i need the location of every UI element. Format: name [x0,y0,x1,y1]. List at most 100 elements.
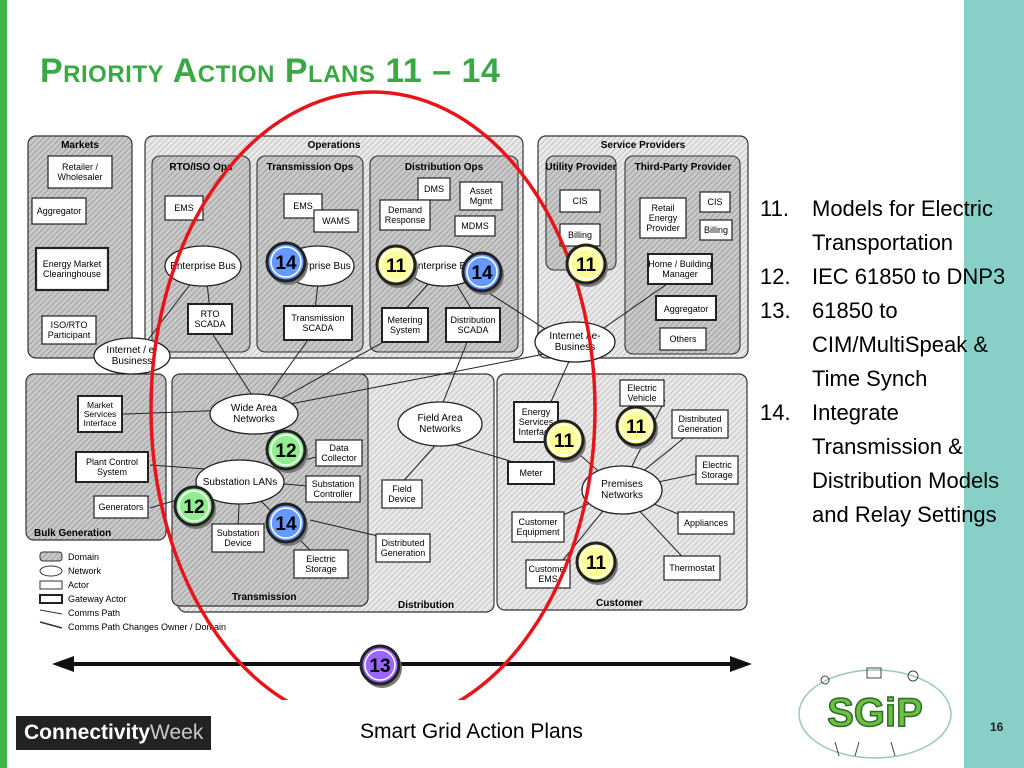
svg-text:Billing: Billing [568,230,592,240]
svg-text:Appliances: Appliances [684,518,729,528]
actor-wams: WAMS [313,209,359,233]
actor-electric-storage-customer: Electric Storage [695,455,739,485]
actor-transmission-scada: Transmission SCADA [283,305,353,341]
transmission-ops-label: Transmission Ops [267,162,354,173]
badge-14: 14 [461,251,504,295]
actor-distribution-scada: Distribution SCADA [445,307,501,343]
badge-11: 11 [565,243,608,287]
svg-text:CIS: CIS [572,196,587,206]
svg-text:Gateway Actor: Gateway Actor [68,594,127,604]
actor-appliances: Appliances [677,511,735,535]
svg-text:EMS: EMS [293,201,313,211]
svg-text:Generators: Generators [98,502,144,512]
svg-text:Billing: Billing [704,225,728,235]
actor-electric-storage-transmission: Electric Storage [293,549,349,579]
badge-label: 14 [471,263,493,284]
actor-thermostat: Thermostat [663,555,721,581]
svg-text:DMS: DMS [424,184,444,194]
actor-aggregator-markets: Aggregator [31,197,87,225]
third-party-provider-label: Third-Party Provider [635,162,732,173]
badge-label: 11 [576,255,597,276]
actor-field-device: Field Device [381,479,423,509]
badge-13: 13 [359,644,402,688]
network-premises: Premises Networks [581,465,663,515]
actor-metering-system: Metering System [381,307,429,343]
svg-text:Network: Network [68,566,102,576]
domain-operations-label: Operations [308,140,361,151]
network-internet-left: Internet / e-Business [93,337,171,375]
actor-retail-energy-provider: Retail Energy Provider [639,197,687,239]
domain-customer-label: Customer [596,598,643,609]
actor-data-collector: Data Collector [315,439,363,467]
domain-distribution-label: Distribution [398,600,454,611]
actor-billing-utility: Billing [559,223,601,247]
svg-text:CIS: CIS [707,197,722,207]
svg-text:Comms Path Changes Owner / Dom: Comms Path Changes Owner / Domain [68,622,226,632]
plan-list-item: 11.Models for Electric Transportation [760,196,993,255]
actor-retailer-wholesaler: Retailer / Wholesaler [47,155,113,189]
network-wide-area: Wide Area Networks [209,393,299,435]
actor-dms: DMS [417,177,451,201]
actor-demand-response: Demand Response [379,199,431,231]
actor-cis-utility: CIS [559,189,601,213]
domain-markets-label: Markets [61,140,99,151]
right-accent-bar [964,0,1024,768]
left-accent-bar [0,0,7,768]
badge-11: 11 [575,541,618,585]
svg-text:Aggregator: Aggregator [37,206,82,216]
actor-market-services-interface: Market Services Interface [77,395,123,433]
badge-label: 12 [275,441,296,462]
actor-home-building-manager: Home / Building Manager [647,253,713,285]
network-substation-lans: Substation LANs [195,459,285,505]
svg-text:Aggregator: Aggregator [664,304,709,314]
actor-energy-market-clearinghouse: Energy Market Clearinghouse [34,246,110,292]
actor-customer-equipment: Customer Equipment [511,511,565,543]
actor-billing-third-party: Billing [699,219,733,241]
actor-aggregator-sp: Aggregator [655,295,717,321]
badge-11: 11 [615,405,658,449]
timeline-arrow [52,656,752,672]
svg-text:MDMS: MDMS [461,221,489,231]
svg-text:Domain: Domain [68,552,99,562]
badge-label: 14 [275,253,297,274]
distribution-ops-label: Distribution Ops [405,162,484,173]
badge-14: 14 [265,502,308,546]
actor-electric-vehicle: Electric Vehicle [619,379,665,407]
page-number: 16 [990,720,1004,734]
badge-11: 11 [543,419,586,463]
utility-provider-label: Utility Provider [545,162,616,173]
actor-substation-controller: Substation Controller [305,475,361,503]
plan-list-item: 13.61850 to CIM/MultiSpeak & Time Synch [760,298,989,391]
badge-label: 11 [386,256,407,277]
sgip-logo: SGiP [798,667,952,759]
svg-text:Others: Others [669,334,697,344]
plan-list-item: 12.IEC 61850 to DNP3 [760,264,1006,289]
badge-12: 12 [265,429,308,473]
network-field-area: Field Area Networks [397,401,483,447]
domain-service-providers-label: Service Providers [601,140,686,151]
badge-label: 11 [586,553,607,574]
badge-label: 11 [554,431,575,452]
svg-text:Actor: Actor [68,580,89,590]
actor-rto-scada: RTO SCADA [187,303,233,335]
highlight-ellipse [149,90,597,700]
badge-label: 12 [183,497,204,518]
actor-substation-device: Substation Device [211,523,265,553]
diagram-legend: Domain Network Actor Gateway Actor Comms… [39,551,226,632]
network-enterprise-bus-rto: Enterprise Bus [164,245,242,287]
badge-label: 11 [626,417,647,438]
badge-label: 13 [369,656,390,677]
connectivity-week-logo: ConnectivityWeek [16,716,212,750]
actor-distributed-generation-customer: Distributed Generation [671,409,729,439]
actor-distributed-generation-distribution: Distributed Generation [375,533,431,563]
smart-grid-conceptual-diagram: Markets Operations Service Providers Bul… [25,90,752,700]
footer-text: Smart Grid Action Plans [360,720,583,743]
svg-text:EMS: EMS [174,203,194,213]
badge-11: 11 [375,244,418,288]
badge-12: 12 [173,485,216,529]
domain-transmission-label: Transmission [232,592,296,603]
svg-text:Thermostat: Thermostat [669,563,715,573]
svg-text:Meter: Meter [519,468,542,478]
svg-text:Comms Path: Comms Path [68,608,120,618]
plan-list-item: 14.Integrate Transmission & Distribution… [760,400,1000,527]
